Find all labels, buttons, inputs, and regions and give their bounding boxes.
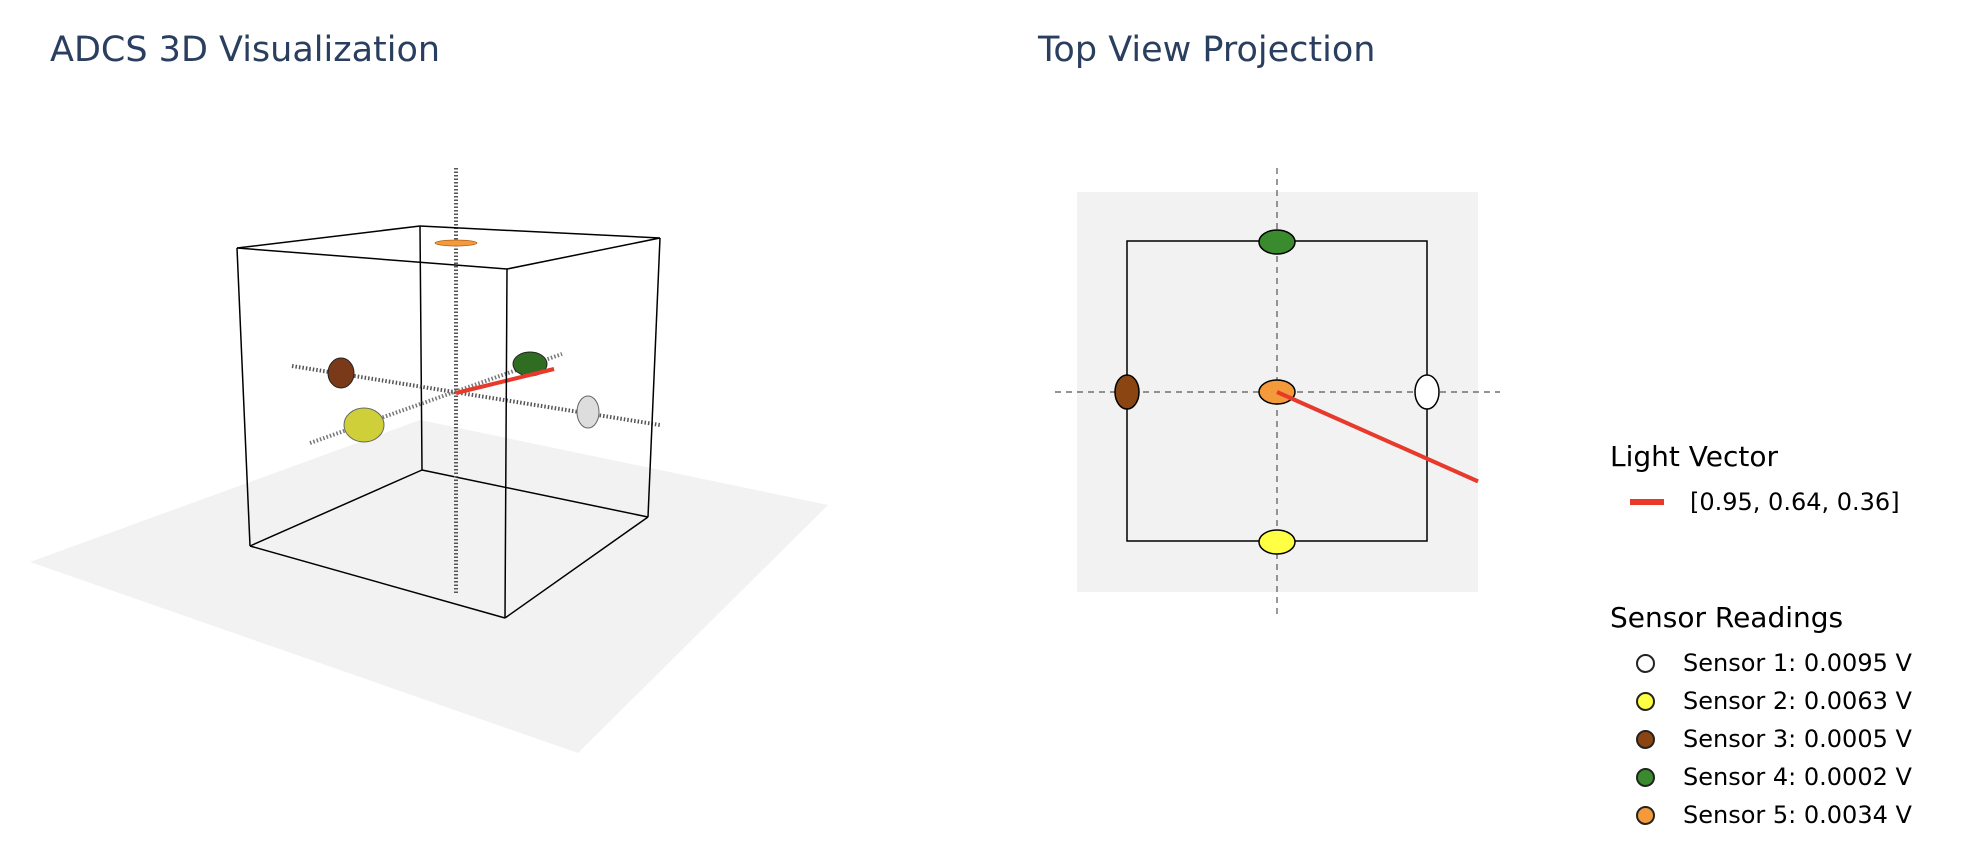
top-view-projection[interactable] [1020, 0, 1540, 864]
light-vector-legend-item[interactable]: [0.95, 0.64, 0.36] [1610, 483, 1900, 521]
light-vector-top[interactable] [1276, 390, 1479, 484]
ground-plane [30, 420, 828, 753]
legend-line-swatch [1630, 499, 1664, 505]
light-vector-label: [0.95, 0.64, 0.36] [1690, 488, 1900, 516]
sensor-2-marker[interactable] [343, 407, 385, 443]
sensor-color-swatch [1636, 767, 1655, 787]
sensor-legend-label: Sensor 4: 0.0002 V [1683, 763, 1912, 791]
sensor-legend-item[interactable]: Sensor 5: 0.0034 V [1610, 796, 1912, 834]
light-vector-legend: Light Vector [0.95, 0.64, 0.36] [1610, 440, 1900, 521]
sensor-legend-label: Sensor 1: 0.0095 V [1683, 649, 1912, 677]
y-axis [309, 352, 563, 445]
sensor-color-swatch [1636, 805, 1655, 825]
sensor-legend-item[interactable]: Sensor 3: 0.0005 V [1610, 720, 1912, 758]
cube-edge [504, 268, 508, 619]
cube-edge [506, 237, 661, 270]
sensor-legend-item[interactable]: Sensor 1: 0.0095 V [1610, 644, 1912, 682]
sensor-color-swatch [1636, 729, 1655, 749]
cube-edge [421, 469, 649, 518]
cube-edge [419, 225, 423, 471]
sensor-4-top-marker[interactable] [1258, 229, 1296, 255]
cube-edge [236, 247, 251, 547]
sensor-1-marker[interactable] [576, 395, 600, 429]
sensor-legend-label: Sensor 3: 0.0005 V [1683, 725, 1912, 753]
right-panel-title: Top View Projection [1038, 30, 1376, 70]
sensor-3-marker[interactable] [327, 357, 355, 389]
adcs-3d-view[interactable] [0, 0, 900, 864]
sensor-5-marker[interactable] [434, 239, 478, 247]
cube-edge [249, 469, 423, 547]
left-panel-title: ADCS 3D Visualization [50, 30, 441, 70]
sensor-color-swatch [1636, 653, 1655, 673]
light-vector-legend-title: Light Vector [1610, 440, 1778, 473]
light-vector-3d[interactable] [455, 367, 555, 395]
cube-edge [249, 545, 506, 619]
cube-edge [236, 225, 421, 249]
sensor-color-swatch [1636, 691, 1655, 711]
sensor-legend-item[interactable]: Sensor 4: 0.0002 V [1610, 758, 1912, 796]
sensor-readings-legend-title: Sensor Readings [1610, 601, 1844, 634]
cube-edge [647, 237, 661, 518]
cube-edge [419, 225, 661, 239]
cube-edge [504, 516, 649, 619]
sensor-readings-legend: Sensor Readings Sensor 1: 0.0095 V Sensor… [1610, 601, 1912, 834]
cube-edge [236, 247, 508, 270]
sensor-2-top-marker[interactable] [1258, 529, 1296, 555]
sensor-1-top-marker[interactable] [1414, 374, 1440, 410]
sensor-legend-label: Sensor 2: 0.0063 V [1683, 687, 1912, 715]
sensor-legend-item[interactable]: Sensor 2: 0.0063 V [1610, 682, 1912, 720]
x-axis [291, 364, 661, 427]
sensor-legend-label: Sensor 5: 0.0034 V [1683, 801, 1912, 829]
sensor-3-top-marker[interactable] [1114, 374, 1140, 410]
